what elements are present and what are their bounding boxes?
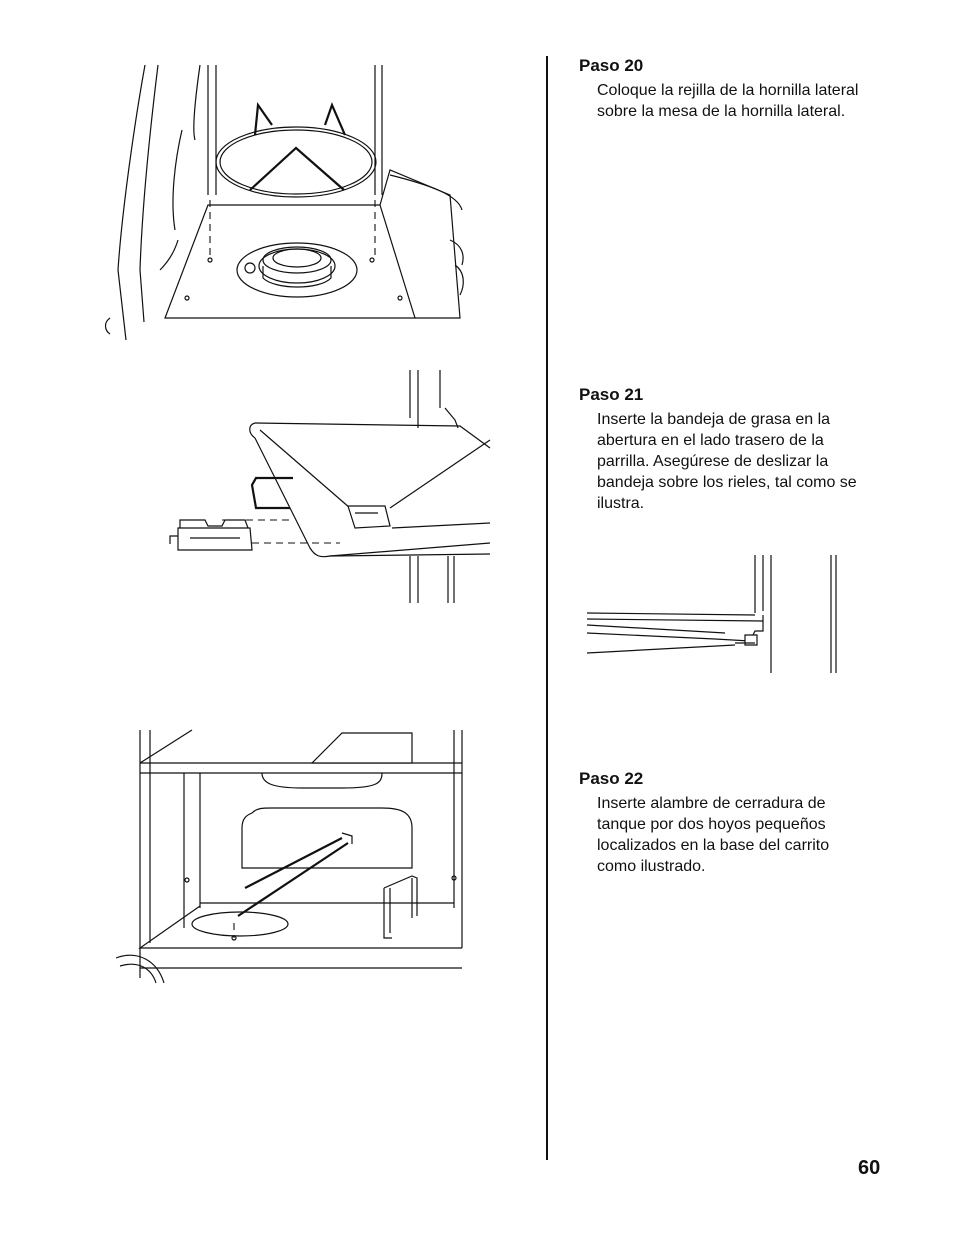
tank-lock-wire-illustration — [112, 728, 467, 986]
step-21-title: Paso 21 — [579, 385, 644, 404]
column-divider — [546, 56, 548, 1160]
step-20-title: Paso 20 — [579, 56, 644, 75]
tray-rail-detail-illustration — [585, 553, 840, 675]
grease-tray-illustration — [160, 368, 495, 608]
step-22-title: Paso 22 — [579, 769, 644, 788]
step-20: Paso 20 Coloque la rejilla de la hornill… — [579, 56, 869, 122]
step-22-text: Inserte alambre de cerradura de tanque p… — [597, 795, 830, 875]
step-21: Paso 21 Inserte la bandeja de grasa en l… — [579, 385, 869, 514]
step-21-text: Inserte la bandeja de grasa en la abertu… — [597, 411, 857, 512]
step-22: Paso 22 Inserte alambre de cerradura de … — [579, 769, 869, 877]
side-burner-grate-illustration — [100, 60, 470, 345]
page-number: 60 — [858, 1157, 881, 1179]
step-20-text: Coloque la rejilla de la hornilla latera… — [597, 82, 859, 120]
